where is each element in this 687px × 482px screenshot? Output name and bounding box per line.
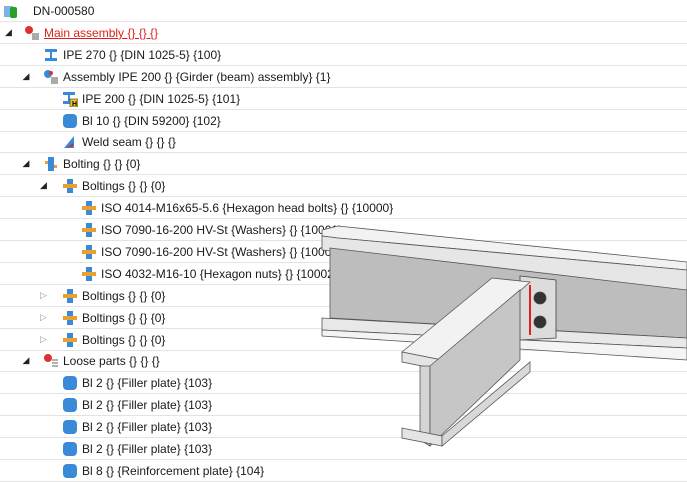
tree-item[interactable]: Bl 2 {} {Filler plate} {103} bbox=[0, 416, 687, 439]
tree-item[interactable]: ▷ Boltings {} {} {0} bbox=[0, 285, 687, 307]
collapse-arrow-icon[interactable]: ◢ bbox=[5, 26, 12, 37]
bolt-icon bbox=[81, 266, 97, 282]
bolt-icon bbox=[81, 200, 97, 216]
main-assembly-icon bbox=[24, 25, 40, 41]
tree-item-label: ISO 4014-M16x65-5.6 {Hexagon head bolts}… bbox=[101, 201, 394, 216]
tree-item[interactable]: IPE 270 {} {DIN 1025-5} {100} bbox=[0, 44, 687, 66]
tree-item[interactable]: ISO 4032-M16-10 {Hexagon nuts} {} {10002… bbox=[0, 263, 687, 285]
tree-item-label: Bl 2 {} {Filler plate} {103} bbox=[82, 442, 213, 456]
tree-item-label: Bl 2 {} {Filler plate} {103} bbox=[82, 398, 213, 413]
tree-item-label: Assembly IPE 200 {} {Girder (beam) assem… bbox=[63, 69, 331, 84]
tree-item[interactable]: ◢ Bolting {} {} {0} bbox=[0, 153, 687, 176]
loose-parts-icon bbox=[43, 353, 59, 369]
bolt-icon bbox=[62, 310, 78, 326]
plate-icon bbox=[62, 463, 78, 479]
i-beam-icon bbox=[43, 47, 59, 63]
tree-item[interactable]: ◢ Main assembly {} {} {} bbox=[0, 22, 687, 44]
tree-item-label: Boltings {} {} {0} bbox=[82, 179, 166, 194]
tree-item[interactable]: ISO 7090-16-200 HV-St {Washers} {} {1000… bbox=[0, 241, 687, 263]
tree-item-label: ISO 7090-16-200 HV-St {Washers} {} {1000… bbox=[101, 244, 343, 259]
plate-icon bbox=[62, 113, 78, 129]
bolting-icon bbox=[43, 156, 59, 172]
tree-item[interactable]: ◢ Boltings {} {} {0} bbox=[0, 175, 687, 198]
tree-item-label: ISO 4032-M16-10 {Hexagon nuts} {} {10002… bbox=[101, 266, 338, 281]
expand-arrow-icon[interactable]: ▷ bbox=[40, 311, 47, 322]
tree-item-label: DN-000580 bbox=[33, 4, 95, 18]
bolt-icon bbox=[62, 332, 78, 348]
tree-item-label: Loose parts {} {} {} bbox=[63, 354, 160, 369]
tree-item-label: IPE 200 {} {DIN 1025-5} {101} bbox=[82, 91, 241, 106]
tree-item[interactable]: Bl 2 {} {Filler plate} {103} bbox=[0, 438, 687, 460]
plate-icon bbox=[62, 441, 78, 457]
tree-item-label: Boltings {} {} {0} bbox=[82, 288, 166, 303]
tree-item-label: IPE 270 {} {DIN 1025-5} {100} bbox=[63, 47, 222, 62]
tree-item-label: Bl 2 {} {Filler plate} {103} bbox=[82, 376, 213, 391]
tree-item-label: ISO 7090-16-200 HV-St {Washers} {} {1000… bbox=[101, 223, 343, 237]
tree-item-label: Weld seam {} {} {} bbox=[82, 135, 176, 150]
i-beam-main-icon: H bbox=[62, 91, 79, 108]
plate-icon bbox=[62, 419, 78, 435]
tree-item[interactable]: ▷ Boltings {} {} {0} bbox=[0, 329, 687, 351]
svg-text:H: H bbox=[72, 101, 77, 107]
tree-item[interactable]: H IPE 200 {} {DIN 1025-5} {101} bbox=[0, 88, 687, 110]
tree-item[interactable]: ◢ Loose parts {} {} {} bbox=[0, 350, 687, 373]
tree-item[interactable]: ◢ Assembly IPE 200 {} {Girder (beam) asse… bbox=[0, 66, 687, 88]
tree-item[interactable]: Bl 2 {} {Filler plate} {103} bbox=[0, 394, 687, 417]
tree-item-label: Boltings {} {} {0} bbox=[82, 310, 166, 325]
expand-arrow-icon[interactable]: ▷ bbox=[40, 333, 47, 344]
tree-item[interactable]: Bl 8 {} {Reinforcement plate} {104} bbox=[0, 460, 687, 482]
tree-item[interactable]: Weld seam {} {} {} bbox=[0, 131, 687, 154]
bolt-icon bbox=[62, 178, 78, 194]
tree-item-label: Bl 10 {} {DIN 59200} {102} bbox=[82, 113, 221, 128]
tree-item-label: Bl 8 {} {Reinforcement plate} {104} bbox=[82, 463, 265, 478]
collapse-arrow-icon[interactable]: ◢ bbox=[22, 158, 30, 169]
weld-seam-icon bbox=[62, 134, 78, 150]
collapse-arrow-icon[interactable]: ◢ bbox=[40, 180, 47, 191]
tree-item[interactable]: DN-000580 bbox=[0, 0, 687, 22]
tree-item-label: Bl 2 {} {Filler plate} {103} bbox=[82, 420, 213, 435]
tree-item[interactable]: Bl 2 {} {Filler plate} {103} bbox=[0, 372, 687, 395]
bolt-icon bbox=[81, 222, 97, 238]
tree-item[interactable]: ISO 7090-16-200 HV-St {Washers} {} {1000… bbox=[0, 219, 687, 241]
plate-icon bbox=[62, 397, 78, 413]
bolt-icon bbox=[81, 244, 97, 260]
plate-icon bbox=[62, 375, 78, 391]
tree-item[interactable]: ▷ Boltings {} {} {0} bbox=[0, 307, 687, 329]
tree-item[interactable]: Bl 10 {} {DIN 59200} {102} bbox=[0, 110, 687, 132]
assembly-icon bbox=[43, 69, 59, 85]
document-icon bbox=[3, 3, 19, 19]
tree-item-label: Main assembly {} {} {} bbox=[44, 25, 159, 40]
bolt-icon bbox=[62, 288, 78, 304]
collapse-arrow-icon[interactable]: ◢ bbox=[22, 355, 30, 366]
tree-item-label: Boltings {} {} {0} bbox=[82, 332, 166, 347]
tree-item-label: Bolting {} {} {0} bbox=[63, 157, 141, 172]
collapse-arrow-icon[interactable]: ◢ bbox=[22, 70, 30, 81]
tree-item[interactable]: ISO 4014-M16x65-5.6 {Hexagon head bolts}… bbox=[0, 197, 687, 220]
expand-arrow-icon[interactable]: ▷ bbox=[40, 289, 47, 300]
